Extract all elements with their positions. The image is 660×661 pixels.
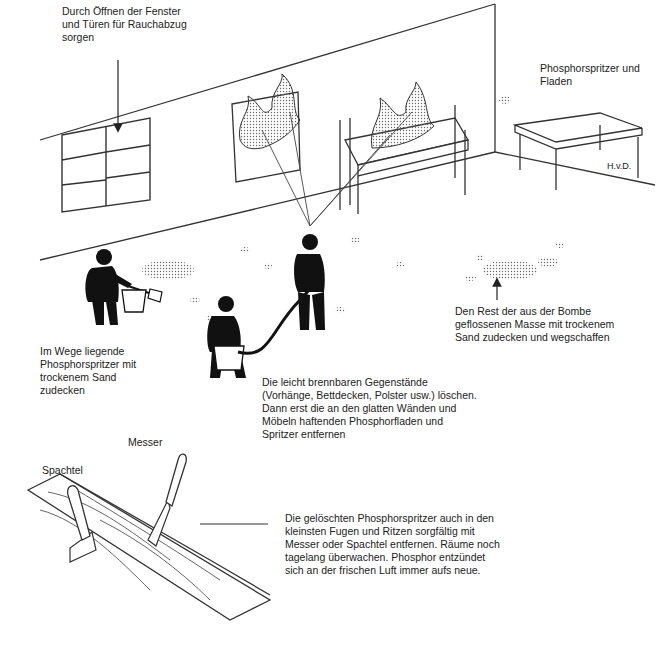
- room: [40, 4, 655, 260]
- annotation-text: Spachtel: [42, 464, 102, 477]
- annotation-text: Den Rest der aus der Bombe geflossenen M…: [455, 305, 635, 344]
- annotation-text: Messer: [128, 436, 188, 449]
- annotation-text: Phosphorspritzer und Fladen: [540, 62, 640, 88]
- bed: [340, 82, 468, 214]
- window: [62, 118, 150, 212]
- annotation-text: Die gelöschten Phosphorspritzer auch in …: [285, 512, 500, 577]
- annotation-text: Die leicht brennbaren Gegenstände (Vorhä…: [262, 376, 477, 441]
- phosphor-splashes: [142, 96, 565, 321]
- annotation-text: Durch Öffnen der Fenster und Türen für R…: [62, 5, 197, 44]
- water-jets: [262, 112, 412, 226]
- table: [515, 113, 642, 190]
- burning-curtain: [232, 74, 300, 182]
- annotation-text: H.v.D.: [607, 160, 657, 173]
- annotation-text: Im Wege liegende Phosphorspritzer mit tr…: [40, 345, 158, 397]
- tools-in-room: [122, 262, 320, 370]
- plank-detail: [28, 454, 270, 620]
